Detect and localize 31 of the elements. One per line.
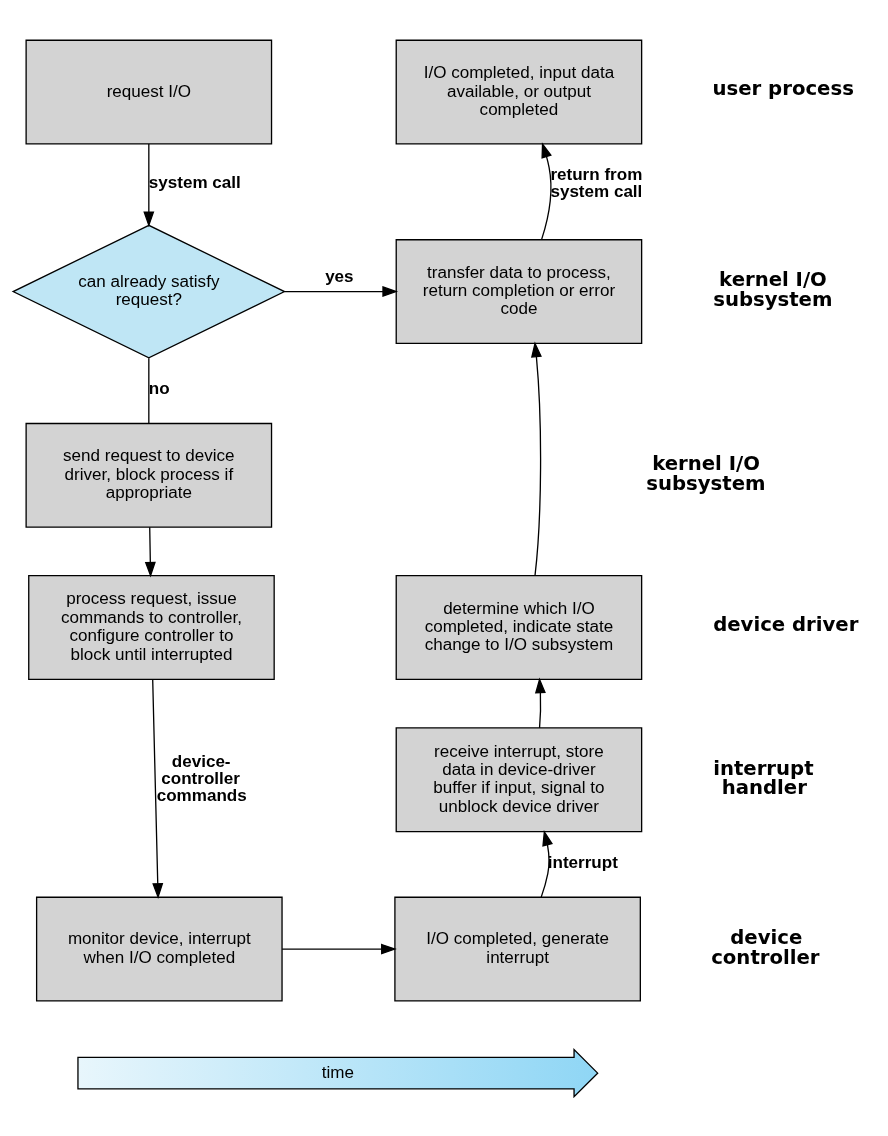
edge-label: no [148, 378, 170, 398]
label: device driver [713, 612, 859, 636]
arrow [534, 677, 546, 729]
node-box: I/O completed, input data available, or output completed [395, 39, 643, 145]
label: kernel I/O subsystem [713, 267, 833, 311]
arrow [281, 943, 397, 955]
node-box: receive interrupt, store data in device-driver buffer if input, signal to unblock device driver [395, 726, 643, 832]
edge-label: system call [148, 172, 241, 192]
label: interrupt handler [713, 756, 814, 799]
arrow [283, 285, 399, 297]
edge-label: interrupt [547, 852, 618, 872]
arrow [152, 678, 164, 899]
node-box: request I/O [25, 39, 273, 145]
label: kernel I/O subsystem [646, 451, 766, 495]
node-diamond: can already satisfy request? [11, 224, 286, 359]
node-box: monitor device, interrupt when I/O completed [35, 896, 283, 1002]
label: user process [712, 76, 854, 100]
node-box: process request, issue commands to controller, configure controller to block until interrupted [28, 574, 275, 680]
label: device controller [711, 925, 820, 969]
node-box: transfer data to process, return completion or error code [395, 238, 643, 344]
node-box: I/O completed, generate interrupt [394, 896, 641, 1002]
arrow [144, 526, 156, 578]
node-box: determine which I/O completed, indicate state change to I/O subsystem [395, 574, 643, 680]
connector [148, 357, 150, 424]
edge-label: yes [325, 266, 354, 286]
arrow [143, 142, 155, 227]
edge-label: return from system call [550, 164, 643, 201]
arrow [541, 141, 552, 240]
arrow [530, 341, 542, 576]
node-box: send request to device driver, block process if appropriate [25, 422, 273, 528]
edge-label: device-controller commands [156, 751, 247, 805]
